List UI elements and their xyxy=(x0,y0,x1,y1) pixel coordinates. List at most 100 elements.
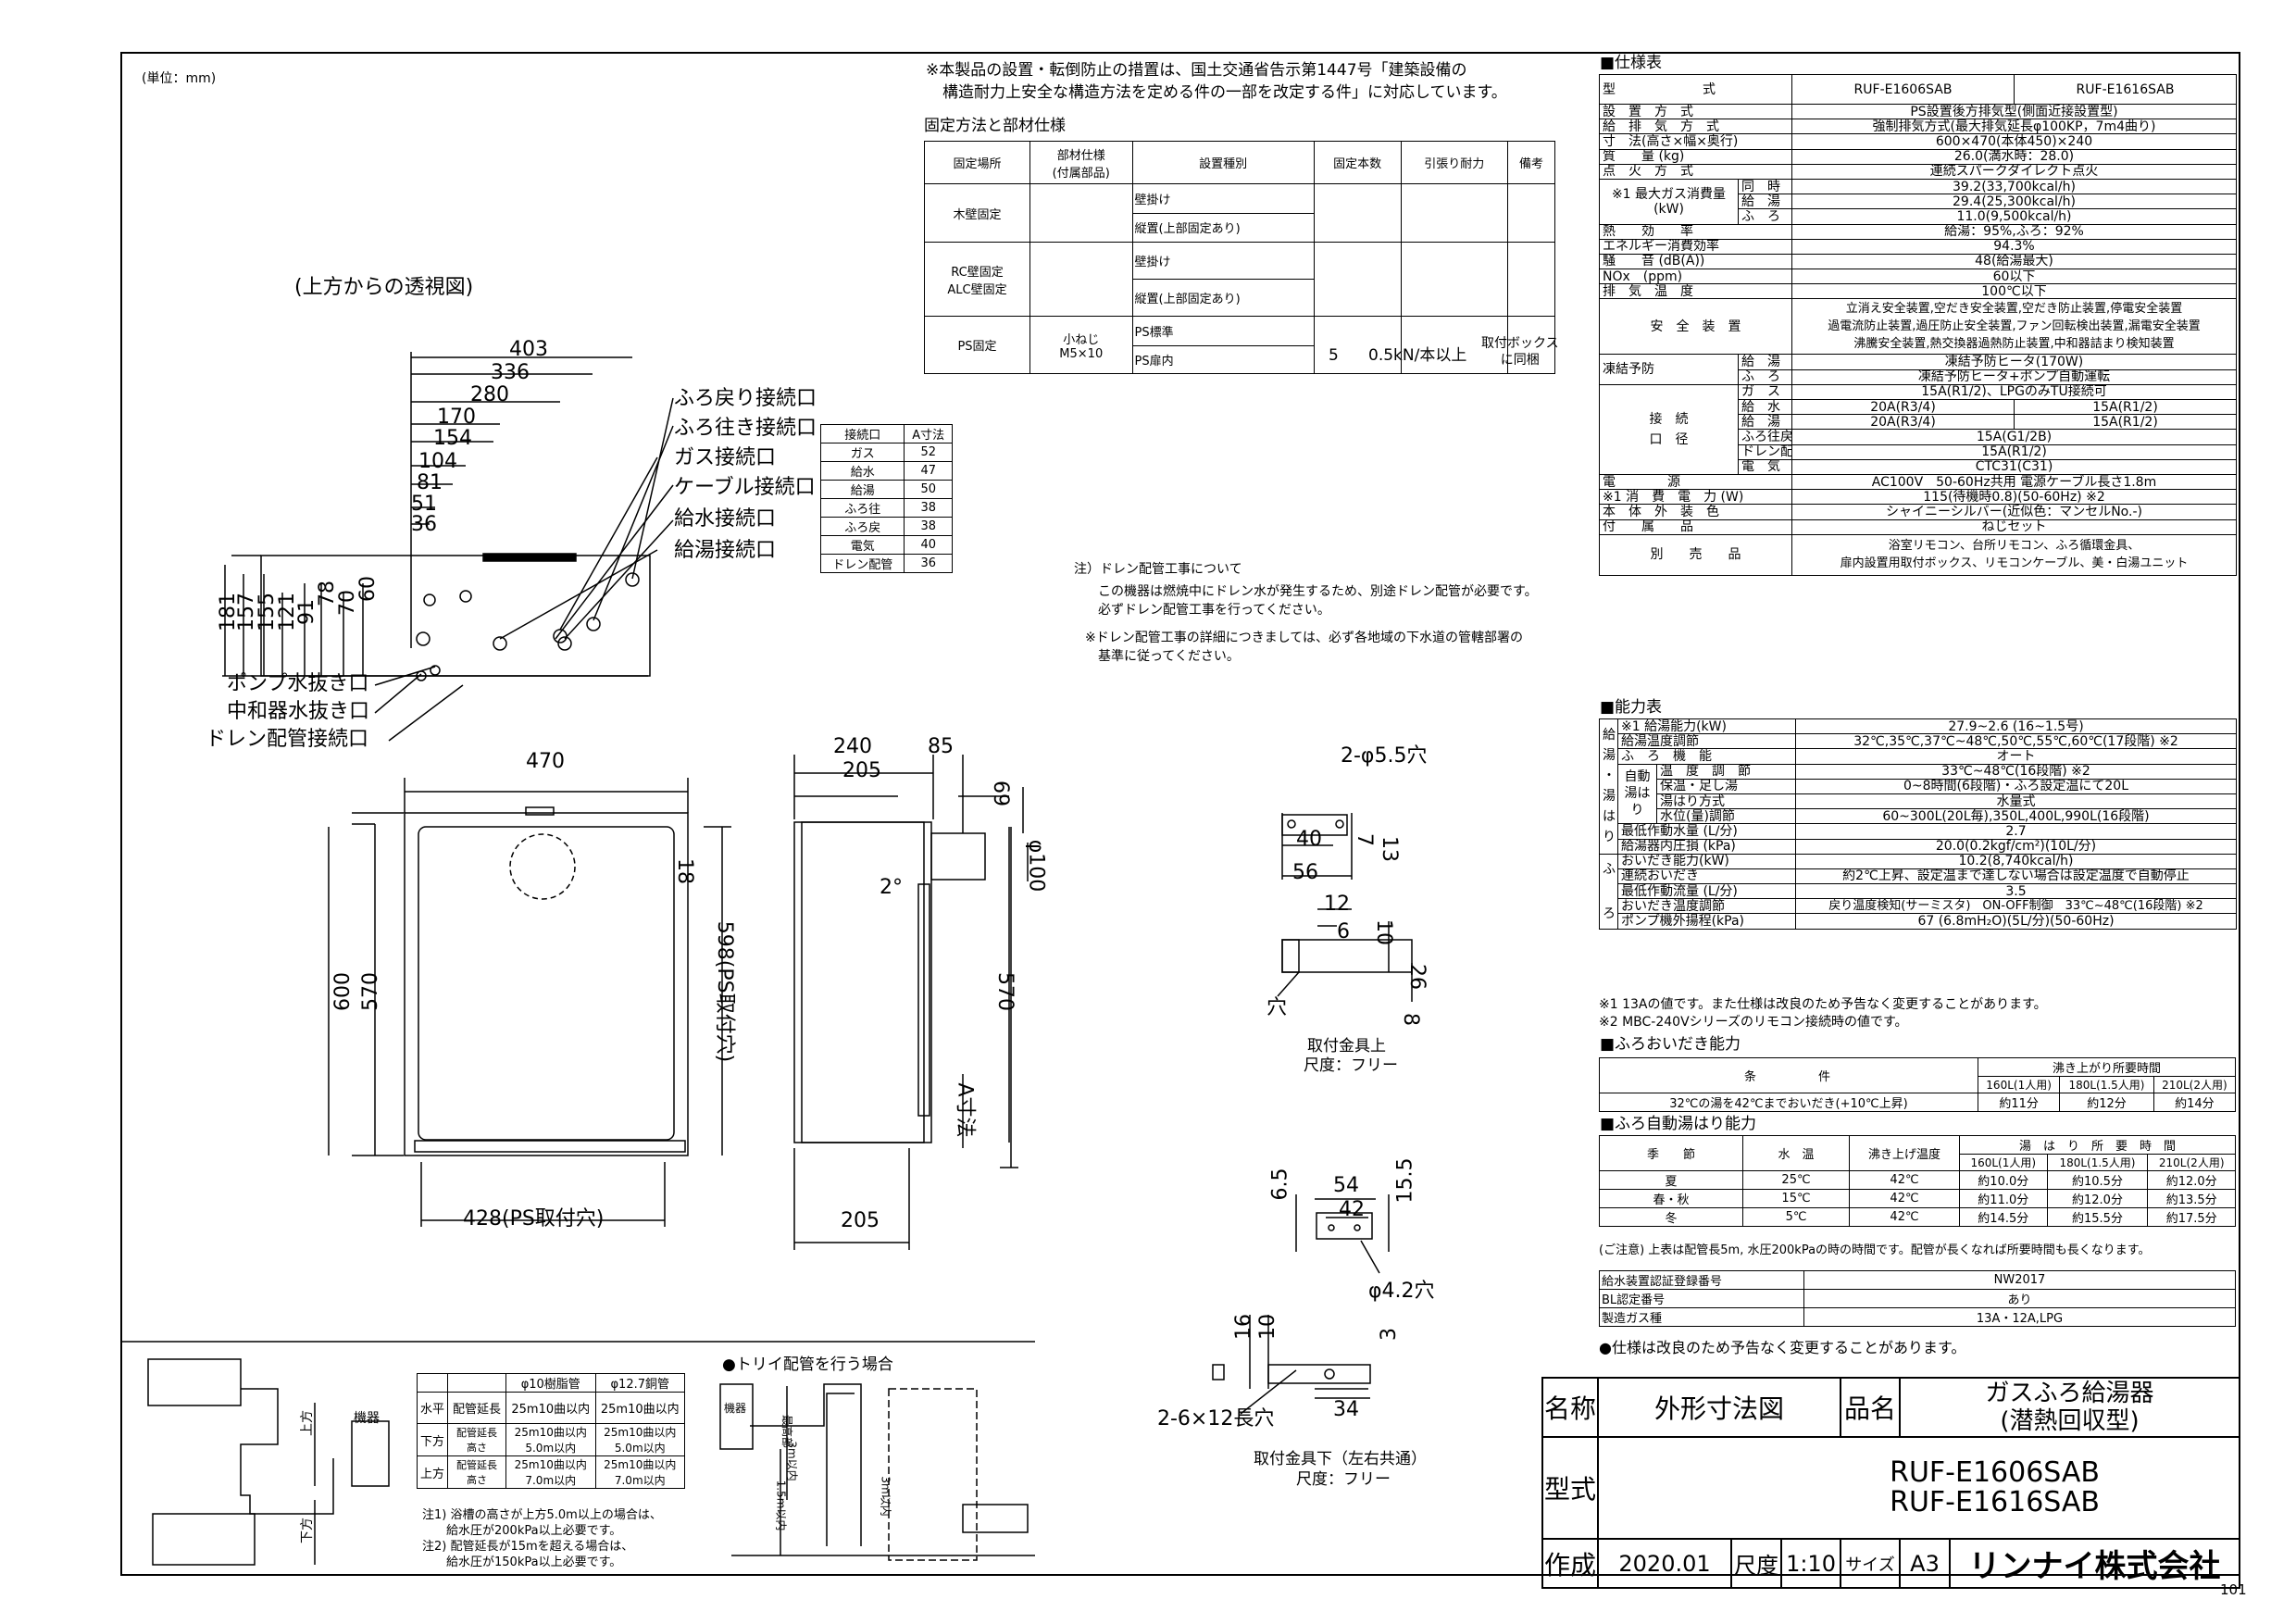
bracket-top-10: 10 xyxy=(1372,919,1395,945)
yuhari-cell: 春・秋 xyxy=(1599,1189,1743,1208)
drawing-frame xyxy=(120,52,2240,1576)
spec-value: PS設置後方排気型(側面近接設置型) xyxy=(1791,103,2237,120)
spec-value: 11.0(9,500kcal/h) xyxy=(1791,208,2237,225)
perf-value: 67 (6.8mH₂O)(5L/分)(50-60Hz) xyxy=(1795,913,2237,930)
pipe-drawing xyxy=(147,1358,1035,1566)
yuhari-cell: 約14.5分 xyxy=(1959,1207,2048,1227)
perf-value: 2.7 xyxy=(1795,823,2237,840)
front-dim-428: 428(PS取付穴) xyxy=(463,1207,605,1230)
drain-note-line: ※ドレン配管工事の詳細につきましては、必ず各地域の下水道の管轄部署の xyxy=(1085,631,1524,645)
yuhari-cell: 5℃ xyxy=(1742,1207,1850,1227)
yuhari-cell: 約17.5分 xyxy=(2147,1207,2236,1227)
spec-label: 点 火 方 式 xyxy=(1599,163,1792,180)
side-dim-85: 85 xyxy=(928,735,954,758)
pipe-cell: 配管延長 高さ xyxy=(447,1455,506,1489)
vdim-60: 60 xyxy=(356,576,380,602)
yuhari-note: (ご注意) 上表は配管長5m, 水圧200kPaの時の時間です。配管が長くなれば… xyxy=(1599,1243,2151,1257)
spec-value: AC100V 50-60Hz共用 電源ケーブル長さ1.8m xyxy=(1791,473,2237,491)
oidaki-cell: 32℃の湯を42℃までおいだき(+10℃上昇) xyxy=(1599,1093,1978,1112)
title-scale: 1:10 xyxy=(1780,1538,1842,1589)
conn-cell: 50 xyxy=(904,480,953,499)
oidaki-header: 沸き上がり所要時間 xyxy=(1978,1057,2236,1077)
fix-kind: 壁掛け xyxy=(1131,242,1315,281)
spec-label: 給 水 xyxy=(1738,398,1792,416)
spec-label: 給 湯 xyxy=(1738,194,1792,210)
fix-kind: PS扉内 xyxy=(1131,345,1315,374)
bracket-top-drawing xyxy=(1277,813,1413,1002)
fix-header: 固定本数 xyxy=(1313,141,1402,184)
yuhari-cell: 42℃ xyxy=(1849,1207,1960,1227)
yuhari-header: 水 温 xyxy=(1742,1135,1850,1171)
bracket-top-8: 8 xyxy=(1399,1013,1422,1026)
fix-ps-note: 取付ボックス に同梱 xyxy=(1481,336,1559,368)
trap-title: ●トリイ配管を行う場合 xyxy=(722,1355,893,1374)
conn-cell: ドレン配管 xyxy=(819,554,905,573)
spec-value: 48(給湯最大) xyxy=(1791,253,2237,270)
pipe-cell: 配管延長 xyxy=(447,1392,506,1424)
yuhari-cell: 約10.5分 xyxy=(2046,1170,2149,1190)
perf-label: 連続おいだき xyxy=(1617,868,1796,885)
bracket-top-26: 26 xyxy=(1405,964,1429,990)
company-name: リンナイ株式会社 xyxy=(1949,1538,2240,1589)
side-dim-2deg: 2° xyxy=(880,876,903,899)
spec-value: 94.3% xyxy=(1791,238,2237,255)
vdim-78: 78 xyxy=(316,581,339,606)
spec-value: 過電流防止装置,過圧防止安全装置,ファン回転検出装置,漏電安全装置 xyxy=(1828,319,2201,334)
fix-place: PS固定 xyxy=(924,316,1030,374)
perf-value: オート xyxy=(1795,748,2237,765)
perf-value: 33℃~48℃(16段階) ※2 xyxy=(1795,763,2237,780)
pipe-cell: 水平 xyxy=(417,1392,448,1424)
front-dim-600: 600 xyxy=(331,972,355,1011)
fix-ps-strength: 0.5kN/本以上 xyxy=(1368,346,1467,365)
fix-parts: 小ねじ M5×10 xyxy=(1029,316,1133,374)
yuhari-cell: 約12.0分 xyxy=(2046,1189,2149,1208)
conn-header: 接続口 xyxy=(819,424,905,443)
spec-label: 給 湯 xyxy=(1738,414,1792,431)
trap-label-3m: 3m以内 xyxy=(785,1441,799,1481)
spec-model: RUF-E1616SAB xyxy=(2014,74,2237,105)
conn-cell: 給湯 xyxy=(819,480,905,499)
spec-label: 騒 音 (dB(A)) xyxy=(1599,253,1792,270)
spec-model: RUF-E1606SAB xyxy=(1791,74,2015,105)
conn-header: A寸法 xyxy=(904,424,953,443)
perf-label: 自動 湯はり xyxy=(1617,763,1657,825)
spec-value: 20A(R3/4) xyxy=(1791,398,2015,416)
label-drain-pipe: ドレン配管接続口 xyxy=(206,728,369,751)
spec-value: 連続スパークダイレクト点火 xyxy=(1791,163,2237,180)
spec-label: ※1 最大ガス消費量 (kW) xyxy=(1599,178,1739,225)
conn-cell: ふろ往 xyxy=(819,498,905,518)
dim-154: 154 xyxy=(433,427,472,450)
side-dim-69: 69 xyxy=(989,781,1012,806)
pipe-note: 給水圧が150kPa以上必要です。 xyxy=(422,1555,622,1569)
pipe-cell: 上方 xyxy=(417,1455,448,1489)
perf-label: 保温・足し湯 xyxy=(1656,778,1796,794)
cert-label: BL認定番号 xyxy=(1599,1289,1804,1308)
fix-header: 設置種別 xyxy=(1131,141,1315,184)
bracket-bottom-hole: φ4.2穴 xyxy=(1368,1280,1435,1303)
spec-label: ふ ろ xyxy=(1738,208,1792,225)
title-product: ガスふろ給湯器 xyxy=(1985,1380,2154,1407)
spec-value: 凍結予防ヒータ(170W) xyxy=(1791,354,2237,370)
bracket-top-7: 7 xyxy=(1353,833,1376,846)
front-dim-570: 570 xyxy=(359,972,382,1011)
dim-336: 336 xyxy=(491,361,530,384)
side-dim-205: 205 xyxy=(842,759,881,782)
spec-label: 寸 法(高さ×幅×奥行) xyxy=(1599,133,1792,150)
pipe-header: φ12.7銅管 xyxy=(594,1373,685,1393)
unit-label: (単位：mm) xyxy=(142,71,217,86)
dim-81: 81 xyxy=(417,471,443,494)
pipe-cell: 25m10曲以内 7.0m以内 xyxy=(505,1455,596,1489)
spec-label: 設 置 方 式 xyxy=(1599,103,1792,120)
bracket-top-scale: 尺度：フリー xyxy=(1304,1056,1398,1075)
drain-note-line: この機器は燃焼中にドレン水が発生するため、別途ドレン配管が必要です。 xyxy=(1098,584,1538,599)
perf-value: 0~8時間(6段階)・ふろ設定温にて20L xyxy=(1795,778,2237,794)
pipe-cell: 25m10曲以内 5.0m以内 xyxy=(505,1423,596,1456)
title-product-label: 品名 xyxy=(1840,1377,1902,1438)
fix-header: 備考 xyxy=(1506,141,1556,184)
label-neutralizer: 中和器水抜き口 xyxy=(227,700,370,723)
perf-table: 給 湯 ・ 湯 は り※1 給湯能力(kW)27.9~2.6 (16~1.5号)… xyxy=(1599,718,2237,930)
title-scale-label: 尺度 xyxy=(1730,1538,1783,1589)
title-name-label: 名称 xyxy=(1541,1377,1600,1438)
